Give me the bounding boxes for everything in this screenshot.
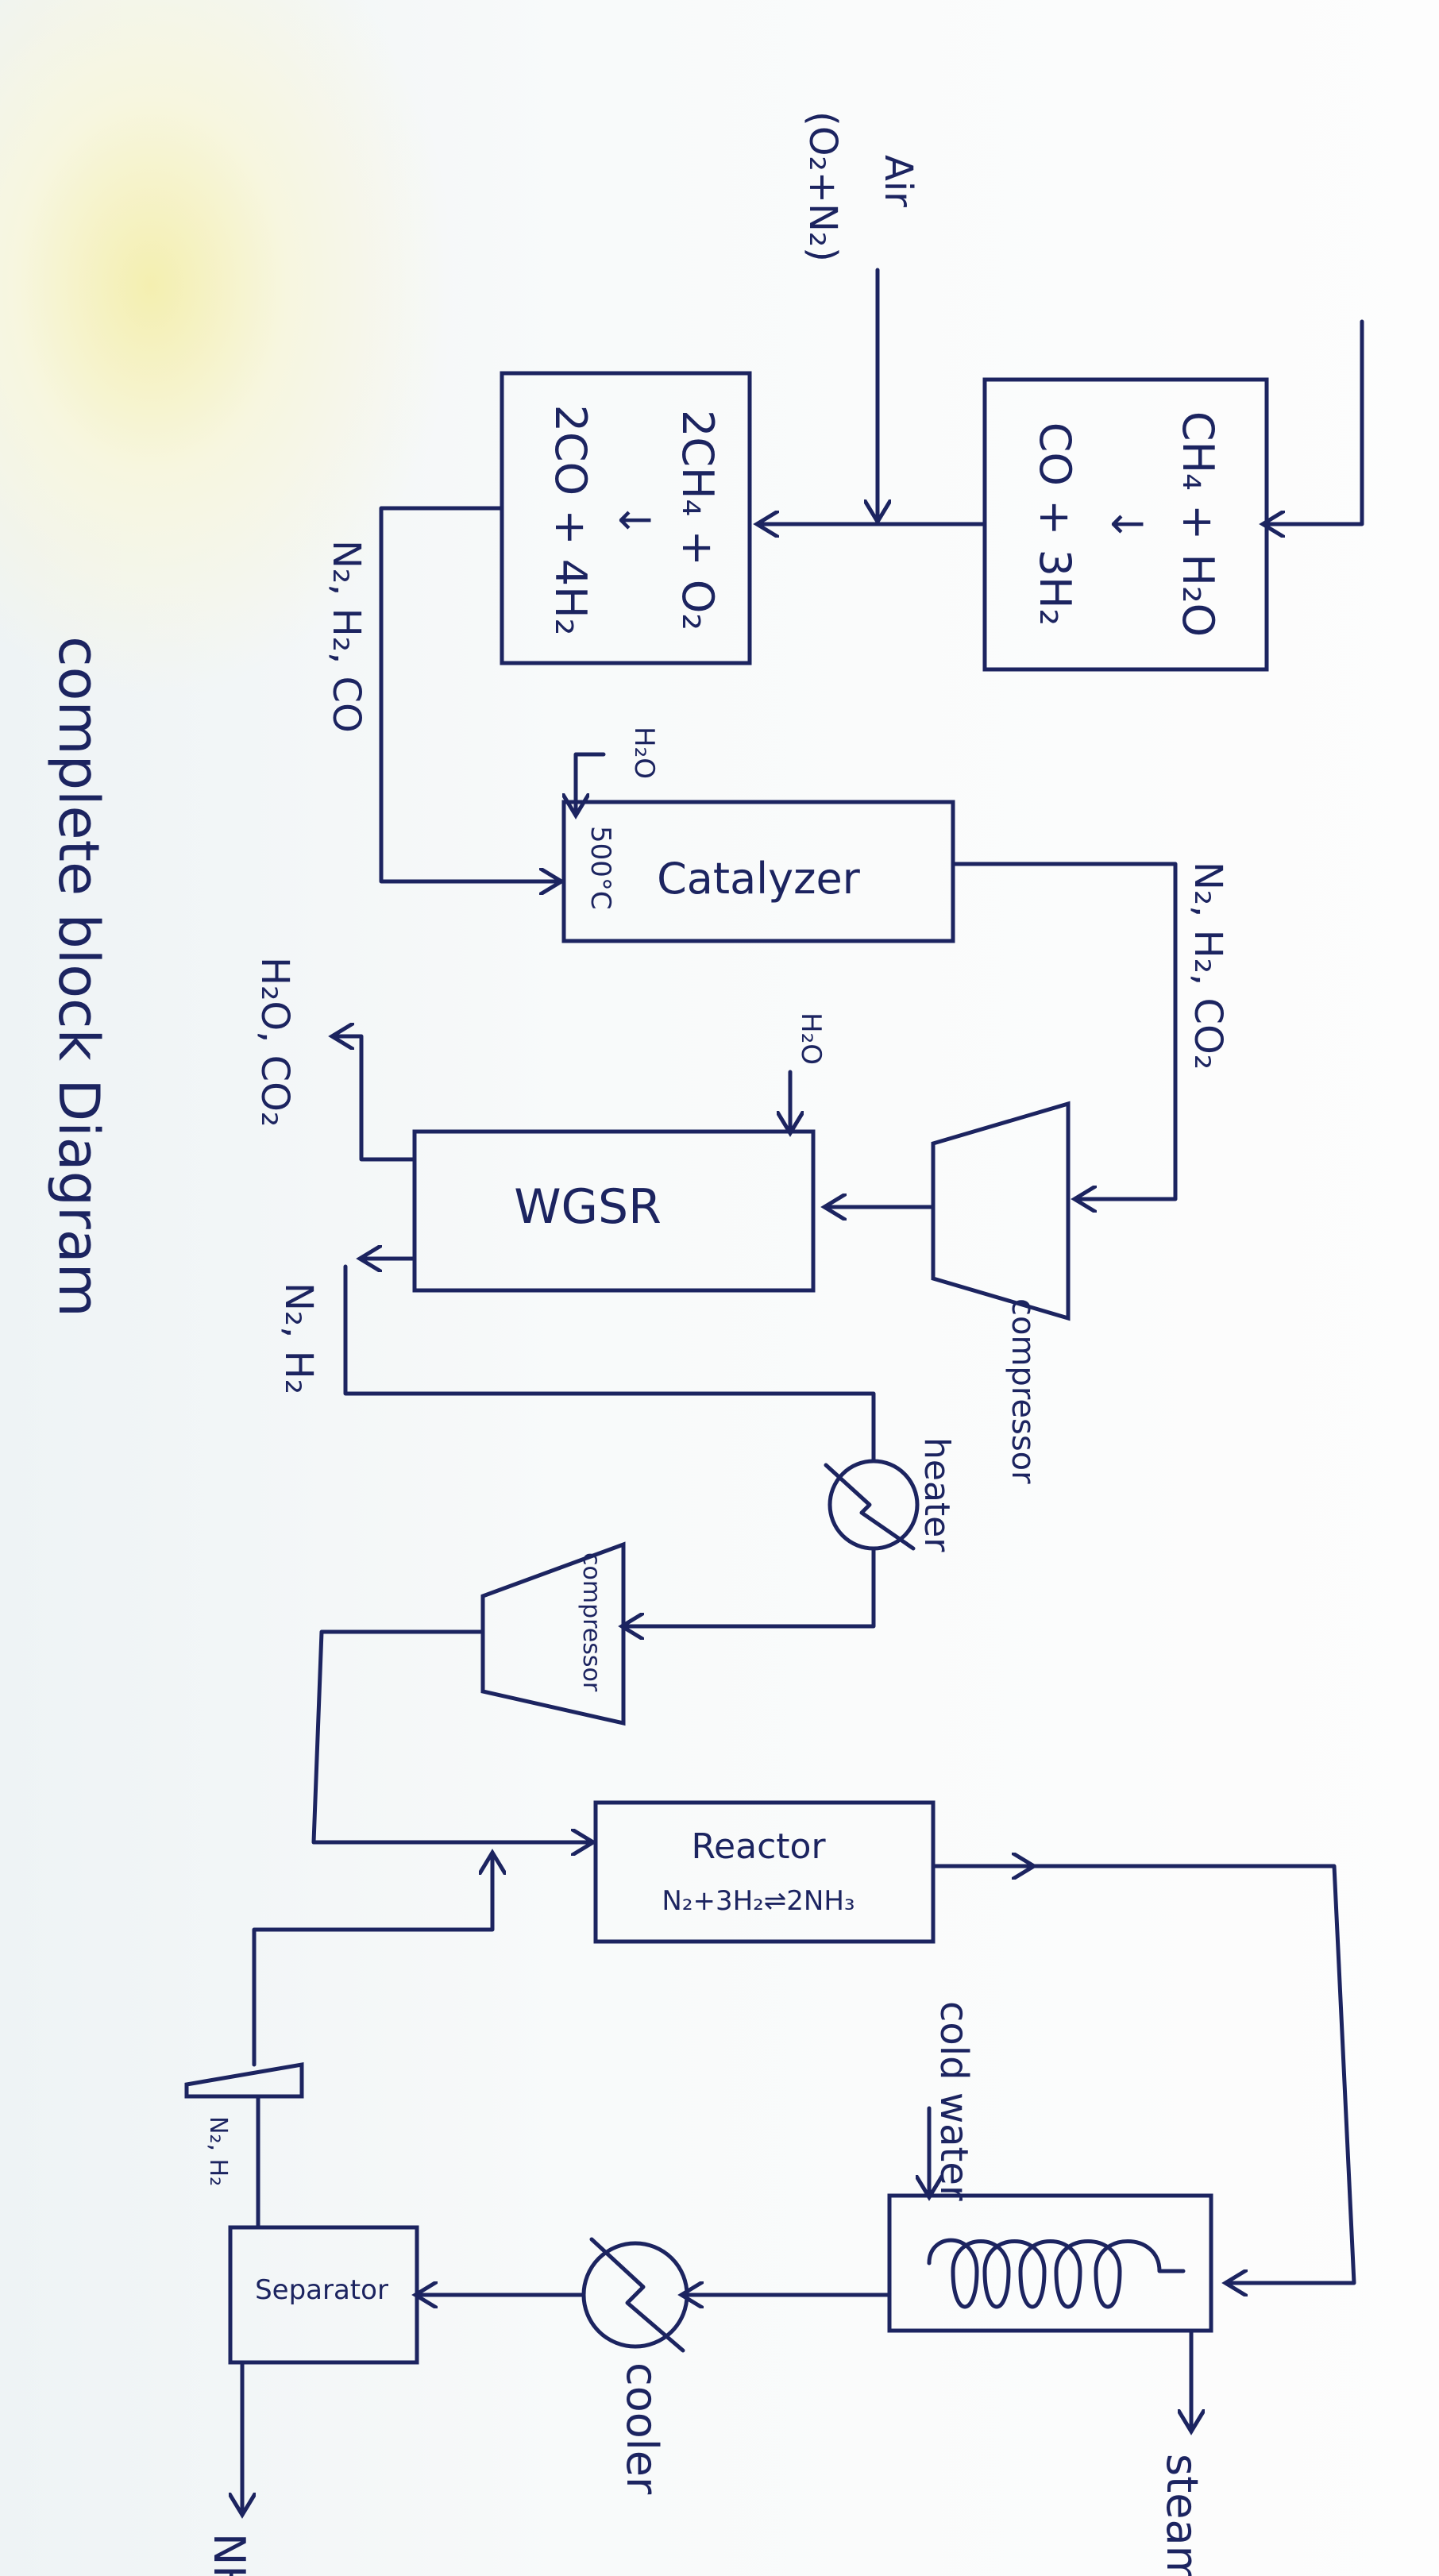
compressor-1-shape — [931, 1101, 1071, 1321]
condenser-box — [887, 2193, 1213, 2333]
reactor-to-condenser-line — [1030, 1864, 1356, 2283]
secondary-reformer-box — [500, 371, 752, 665]
cold-water-label: cold water — [932, 2001, 976, 2201]
compressor-to-reactor-line — [311, 1629, 592, 1842]
compressor-2-label: compressor — [577, 1552, 605, 1692]
wgsr-to-heater-line — [343, 1264, 876, 1463]
feed-line — [1264, 319, 1364, 524]
heater-shape — [828, 1459, 920, 1551]
heater-label: heater — [916, 1437, 957, 1552]
diagram-title: complete block Diagram — [46, 636, 111, 1317]
compressor-2-shape — [480, 1541, 626, 1726]
catalyzer-temperature: 500°C — [584, 826, 616, 910]
heater-zigzag — [824, 1463, 916, 1551]
wgsr-vent-line — [334, 1036, 415, 1162]
separator-label: Separator — [255, 2274, 388, 2306]
wgsr-water-label: H₂O — [795, 1012, 827, 1065]
compressor-1-label: compressor — [1005, 1298, 1041, 1484]
catalyzer-water-line — [576, 752, 606, 814]
primary-reformer-arrow: ↓ — [1101, 506, 1152, 542]
secondary-reformer-arrow: ↓ — [609, 502, 659, 538]
secondary-reformer-products: 2CO + 4H₂ — [546, 405, 596, 636]
wgsr-vent-label: H₂O, CO₂ — [253, 957, 297, 1127]
reactor-equation: N₂+3H₂⇌2NH₃ — [662, 1885, 855, 1917]
recycle-to-reactor-line — [252, 1854, 492, 2067]
wgsr-label: WGSR — [514, 1179, 662, 1235]
air-label: Air — [876, 155, 920, 207]
secondary-reformer-reactants: 2CH₄ + O₂ — [673, 410, 723, 631]
heater-to-compressor-line — [623, 1546, 876, 1626]
ammonia-label: NH₃ — [204, 2533, 254, 2576]
recycle-stream-label: N₂, H₂ — [204, 2116, 232, 2186]
catalyzer-water-label: H₂O — [628, 727, 660, 779]
cooler-zigzag — [589, 2237, 685, 2353]
stream-after-reformer-label: N₂, H₂, CO — [324, 540, 368, 733]
cooler-label: cooler — [617, 2362, 667, 2495]
reactor-box — [593, 1800, 936, 1944]
stream-after-wgsr-label: N₂, H₂ — [276, 1282, 321, 1394]
catalyzer-to-compressor-line — [951, 862, 1178, 1199]
catalyzer-box — [561, 800, 955, 943]
condenser-coil — [927, 2238, 1186, 2309]
recycle-compressor-shape — [184, 2062, 304, 2099]
wgsr-box — [412, 1129, 816, 1293]
stream-after-catalyzer-label: N₂, H₂, CO₂ — [1186, 862, 1230, 1070]
primary-reformer-reactants: CH₄ + H₂O — [1173, 411, 1223, 637]
primary-reformer-products: CO + 3H₂ — [1030, 422, 1080, 626]
air-composition-label: (O₂+N₂) — [801, 111, 845, 262]
reactor-label: Reactor — [691, 1826, 826, 1867]
catalyzer-label: Catalyzer — [657, 854, 861, 904]
steam-label: steam — [1157, 2454, 1207, 2576]
reformer-to-catalyzer-line — [379, 506, 560, 881]
separator-box — [228, 2225, 419, 2365]
